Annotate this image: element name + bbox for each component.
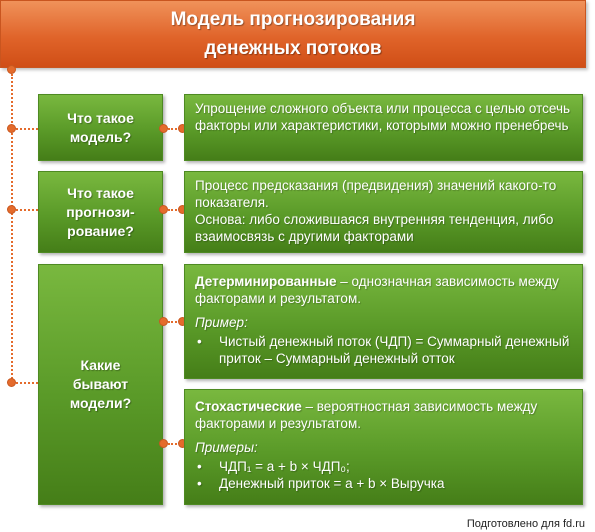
connector-h-row3 — [12, 382, 38, 384]
type-description: – однозначная зависимость между факторам… — [195, 274, 559, 306]
type-definition: Детерминированные – однозначная зависимо… — [195, 273, 574, 307]
answer-box-stochastic: Стохастические – вероятностная зависимос… — [184, 389, 583, 505]
question-box-model-types: Какие бывают модели? — [38, 264, 163, 505]
connector-dot-title — [7, 65, 16, 74]
connector-dot-det-a — [159, 317, 168, 326]
title-line-1: Модель прогнозирования — [170, 9, 416, 30]
type-description: – вероятностная зависимость между фактор… — [195, 399, 538, 431]
type-term: Стохастические — [195, 399, 302, 414]
example-item: Чистый денежный поток (ЧДП) = Суммарный … — [195, 333, 574, 367]
answer-text-line-1: Процесс предсказания (предвидения) значе… — [195, 178, 557, 210]
answer-text: Упрощение сложного объекта или процесса … — [195, 101, 571, 133]
type-term: Детерминированные — [195, 274, 337, 289]
source-credit: Подготовлено для fd.ru — [466, 518, 585, 530]
connector-dot-sto-a — [159, 439, 168, 448]
connector-dot-row2-a — [159, 205, 168, 214]
example-item: ЧДП₁ = a + b × ЧДП₀; — [195, 458, 574, 475]
connector-vertical-line — [11, 74, 13, 382]
connector-h-det — [168, 321, 184, 323]
question-box-forecasting: Что такое прогнози-рование? — [38, 171, 163, 253]
question-text: Какие бывают модели? — [69, 357, 132, 411]
example-label: Примеры: — [195, 440, 258, 455]
connector-dot-row1-a — [159, 124, 168, 133]
question-text: Что такое модель? — [67, 109, 134, 145]
example-list: ЧДП₁ = a + b × ЧДП₀; Денежный приток = a… — [195, 458, 574, 492]
example-label: Пример: — [195, 315, 248, 330]
question-box-model: Что такое модель? — [38, 94, 163, 161]
title-line-2: денежных потоков — [204, 38, 382, 59]
connector-dot-row1-left — [7, 124, 16, 133]
diagram-title: Модель прогнозирования денежных потоков — [0, 0, 586, 68]
connector-dot-row2-left — [7, 205, 16, 214]
answer-text-line-2: Основа: либо сложившаяся внутренняя тенд… — [195, 212, 554, 244]
connector-dot-row3-left — [7, 378, 16, 387]
connector-h-row1 — [12, 128, 38, 130]
connector-h-row1-mid — [168, 128, 184, 130]
answer-box-deterministic: Детерминированные – однозначная зависимо… — [184, 264, 583, 379]
type-definition: Стохастические – вероятностная зависимос… — [195, 398, 574, 432]
question-text: Что такое прогнози-рование? — [66, 184, 135, 239]
connector-h-row2-mid — [168, 209, 184, 211]
answer-box-forecasting: Процесс предсказания (предвидения) значе… — [184, 171, 583, 253]
connector-h-row2 — [12, 209, 38, 211]
example-item: Денежный приток = a + b × Выручка — [195, 475, 574, 492]
example-list: Чистый денежный поток (ЧДП) = Суммарный … — [195, 333, 574, 367]
connector-h-sto — [168, 443, 184, 445]
answer-box-model: Упрощение сложного объекта или процесса … — [184, 94, 583, 161]
